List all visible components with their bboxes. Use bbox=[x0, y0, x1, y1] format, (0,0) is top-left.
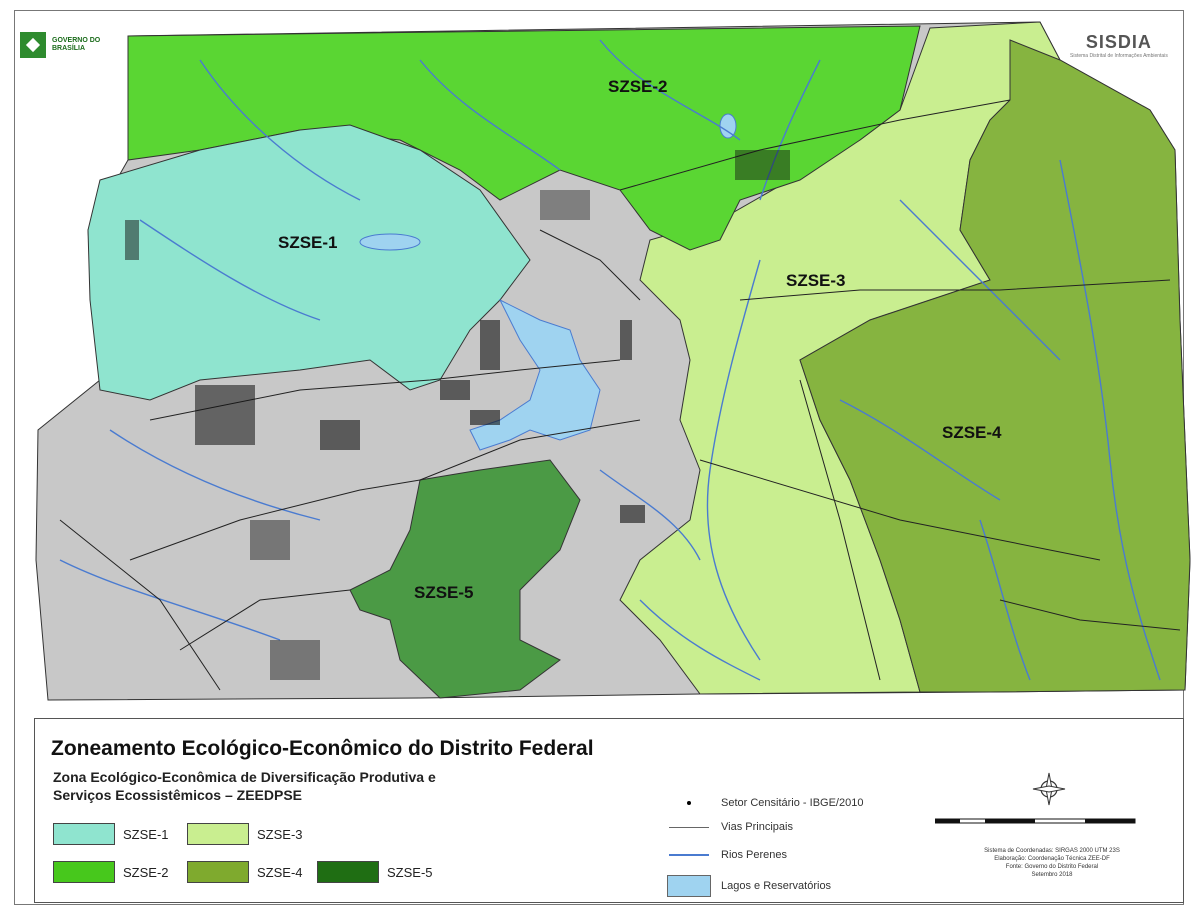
logo-line2: BRASÍLIA bbox=[52, 45, 86, 52]
zone-label-szse-4: SZSE-4 bbox=[942, 423, 1002, 442]
legend-panel: Zoneamento Ecológico-Econômico do Distri… bbox=[34, 718, 1184, 903]
lake-paranoa bbox=[469, 298, 601, 451]
lake-small bbox=[359, 233, 421, 251]
legend-title: Zoneamento Ecológico-Econômico do Distri… bbox=[51, 737, 594, 760]
census-sectors bbox=[125, 150, 790, 680]
legend-swatch-szse-2: SZSE-2 bbox=[53, 861, 169, 883]
zone-szse-5[interactable] bbox=[349, 459, 581, 699]
swatch-box bbox=[53, 861, 115, 883]
river-symbol bbox=[669, 854, 709, 856]
legend-subtitle-2: Serviços Ecossistêmicos – ZEEDPSE bbox=[53, 787, 303, 803]
lake-symbol bbox=[667, 875, 711, 897]
zone-szse-4[interactable] bbox=[799, 39, 1191, 693]
legend-swatch-szse-1: SZSE-1 bbox=[53, 823, 169, 845]
df-flag-icon bbox=[20, 32, 46, 58]
legend-layer-roads: Vias Principais bbox=[667, 821, 793, 833]
legend-subtitle-1: Zona Ecológico-Econômica de Diversificaç… bbox=[53, 769, 436, 785]
swatch-box bbox=[187, 861, 249, 883]
lake-small bbox=[719, 113, 737, 139]
legend-layer-rivers: Rios Perenes bbox=[667, 849, 787, 861]
legend-swatch-szse-3: SZSE-3 bbox=[187, 823, 303, 845]
legend-swatch-szse-5: SZSE-5 bbox=[317, 861, 433, 883]
rivers bbox=[59, 39, 1161, 681]
zone-label-szse-5: SZSE-5 bbox=[414, 583, 474, 602]
logo-line1: GOVERNO DO bbox=[52, 37, 101, 44]
zone-label-szse-2: SZSE-2 bbox=[608, 77, 668, 96]
dot-symbol bbox=[687, 801, 691, 805]
road-symbol bbox=[669, 826, 709, 828]
gdf-logo: GOVERNO DO BRASÍLIA bbox=[20, 32, 100, 58]
sisdia-logo: SISDIA Sistema Distrital de Informações … bbox=[1070, 32, 1168, 59]
legend-layer-lakes: Lagos e Reservatórios bbox=[667, 875, 831, 897]
zone-label-szse-3: SZSE-3 bbox=[786, 271, 846, 290]
sisdia-sub: Sistema Distrital de Informações Ambient… bbox=[1070, 53, 1168, 59]
sisdia-name: SISDIA bbox=[1085, 32, 1152, 52]
swatch-box bbox=[317, 861, 379, 883]
legend-swatch-szse-4: SZSE-4 bbox=[187, 861, 303, 883]
zone-label-szse-1: SZSE-1 bbox=[278, 233, 338, 252]
swatch-box bbox=[53, 823, 115, 845]
swatch-box bbox=[187, 823, 249, 845]
main-roads bbox=[59, 99, 1181, 691]
scale-bar-icon bbox=[935, 818, 1136, 824]
legend-layer-census: Setor Censitário - IBGE/2010 bbox=[667, 797, 863, 809]
north-arrow-icon bbox=[1032, 772, 1066, 806]
map-credits: Sistema de Coordenadas: SIRGAS 2000 UTM … bbox=[984, 848, 1120, 878]
